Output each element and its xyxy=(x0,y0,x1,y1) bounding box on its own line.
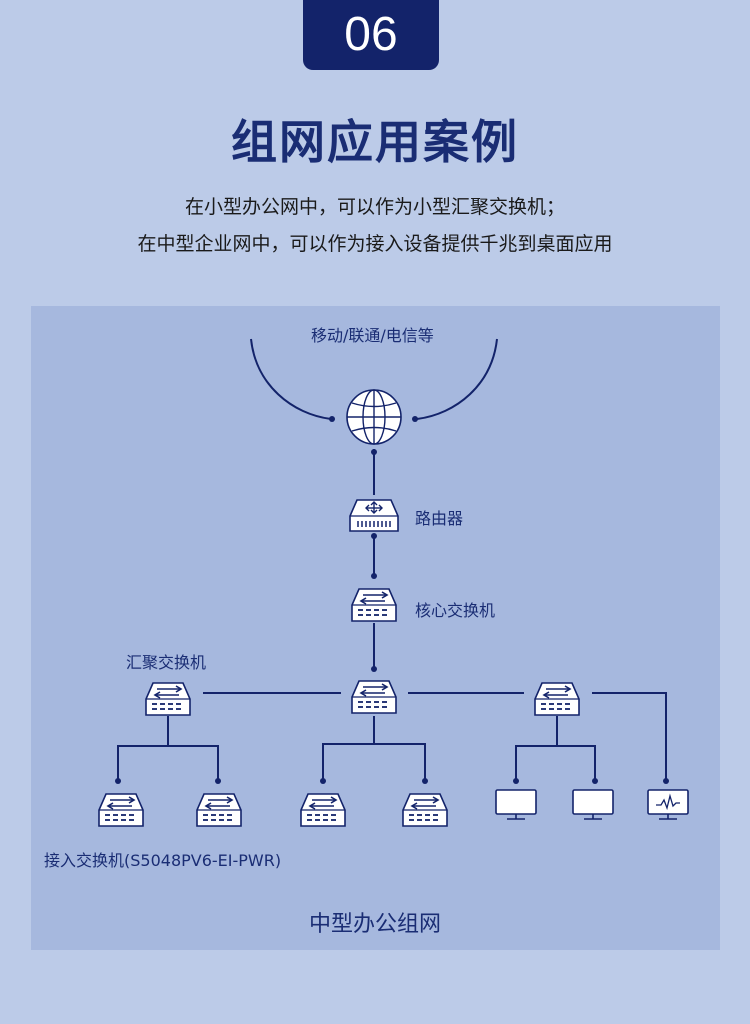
access-switch-icon-3 xyxy=(300,793,346,827)
computer-icon-2 xyxy=(572,789,614,820)
access-switch-icon-4 xyxy=(402,793,448,827)
page-title: 组网应用案例 xyxy=(231,115,519,169)
subtitle-line-2: 在中型企业网中，可以作为接入设备提供千兆到桌面应用 xyxy=(137,233,613,255)
aggregation-switch-label: 汇聚交换机 xyxy=(126,653,207,672)
connection-dots xyxy=(115,449,669,784)
globe-icon xyxy=(346,389,402,445)
router-label: 路由器 xyxy=(415,509,464,528)
isp-label: 移动/联通/电信等 xyxy=(311,326,434,345)
aggregation-switch-icon-left xyxy=(145,682,191,716)
computer-icon-1 xyxy=(495,789,537,820)
diagram-caption: 中型办公组网 xyxy=(308,912,441,937)
aggregation-switch-icon-right xyxy=(534,682,580,716)
subtitle-line-1: 在小型办公网中，可以作为小型汇聚交换机； xyxy=(184,196,565,218)
section-number-badge: 06 xyxy=(303,0,439,70)
connection-lines xyxy=(117,449,667,780)
aggregation-switch-icon-center xyxy=(351,680,397,714)
access-switch-label: 接入交换机(S5048PV6-EI-PWR) xyxy=(44,851,282,870)
router-icon xyxy=(349,499,399,532)
access-switch-icon-1 xyxy=(98,793,144,827)
access-switch-icon-2 xyxy=(196,793,242,827)
core-switch-icon xyxy=(351,588,397,622)
core-switch-label: 核心交换机 xyxy=(415,601,496,620)
monitor-icon xyxy=(647,789,689,820)
isp-arcs xyxy=(250,338,498,422)
